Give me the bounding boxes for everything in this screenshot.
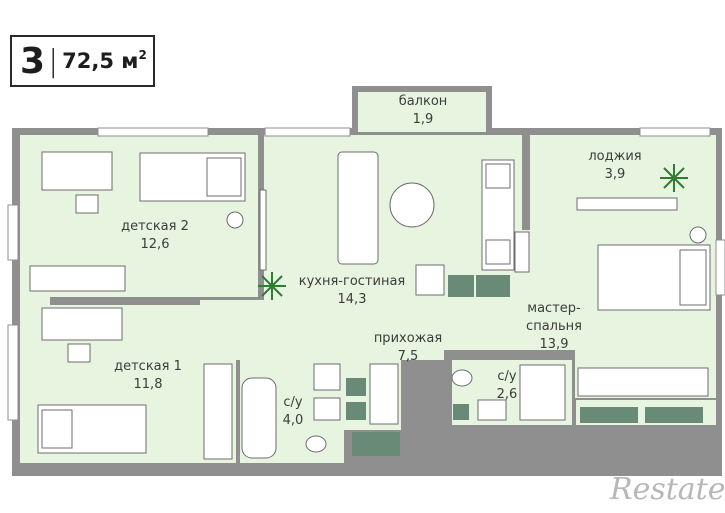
bath2-sink (477, 399, 507, 421)
hall-floor (200, 300, 444, 360)
bath2-cabinet (453, 404, 469, 420)
label-hall-area: 7,5 (398, 349, 419, 364)
label-balcony-area: 1,9 (413, 112, 434, 127)
window-kitchen-top (264, 127, 351, 137)
bed-kids1 (37, 404, 147, 454)
kitchen-cabinet-1 (448, 275, 474, 297)
desk-kids1 (41, 307, 123, 341)
area-unit-exponent: 2 (138, 48, 147, 62)
window-loggia-top (639, 127, 711, 137)
label-kitchen-area: 14,3 (338, 292, 367, 307)
label-bath1-name: с/у (283, 395, 303, 410)
hall-cabinet-2 (346, 402, 366, 420)
nightstand-master (689, 226, 707, 244)
bed-kids2-pillow (206, 157, 242, 197)
watermark: Restate (610, 472, 725, 507)
hall-cabinet-1 (346, 378, 366, 396)
wardrobe-kids2 (29, 265, 126, 292)
sofa (337, 151, 379, 265)
label-loggia-area: 3,9 (605, 167, 626, 182)
tv-panel (259, 189, 267, 271)
label-master-name-1: мастер- (527, 301, 581, 316)
chair-kids2 (75, 194, 99, 214)
balcony-floor (358, 92, 486, 132)
loggia-floor (530, 135, 716, 230)
interior-details (346, 275, 703, 456)
label-bath2-name: с/у (497, 369, 517, 384)
master-cabinet-1 (580, 407, 638, 423)
bed-master (597, 244, 711, 311)
label-kids1-area: 11,8 (134, 377, 163, 392)
bathtub (241, 377, 277, 459)
label-master-name-2: спальня (526, 319, 582, 334)
nightstand-kids2 (226, 211, 244, 229)
window-master (715, 239, 725, 296)
label-balcony-name: балкон (399, 94, 448, 109)
chair-kids1 (67, 343, 91, 363)
label-bath2-area: 2,6 (497, 387, 518, 402)
kitchen-sink (485, 239, 511, 265)
windows (7, 127, 725, 421)
label-hall-name: прихожая (374, 331, 442, 346)
washing-machine (313, 363, 341, 391)
window-kids2-top (97, 127, 209, 137)
hall-cabinet-3 (352, 432, 400, 456)
plant-kitchen (258, 272, 286, 300)
master-cabinet-2 (645, 407, 703, 423)
hall-wardrobe (369, 363, 399, 425)
shower-cabin (519, 364, 566, 421)
bed-master-pillow (679, 249, 707, 306)
closet-kids1 (203, 363, 233, 460)
cooktop (485, 163, 511, 189)
label-kids2-area: 12,6 (141, 237, 170, 252)
room-count: 3 (20, 40, 46, 82)
kitchen-cabinet-2 (476, 275, 510, 297)
label-kids1-name: детская 1 (114, 359, 182, 374)
fridge (514, 231, 530, 273)
loggia-bench (576, 197, 678, 211)
toilet-bath2 (451, 369, 473, 387)
label-bath1-area: 4,0 (283, 413, 304, 428)
kitchen-counter (481, 159, 515, 271)
label-master-area: 13,9 (540, 337, 569, 352)
plant-loggia (660, 164, 688, 192)
bed-kids2 (139, 152, 246, 202)
furniture (29, 151, 711, 460)
dining-table (389, 182, 435, 228)
bed-kids1-pillow (41, 409, 73, 449)
bath1-sink (313, 397, 341, 421)
total-area: 72,5 м (62, 49, 139, 73)
window-kids2 (7, 204, 19, 261)
stove-unit (415, 264, 445, 296)
room-labels: балкон 1,9 лоджия 3,9 детская 2 12,6 кух… (114, 94, 641, 428)
label-kitchen-name: кухня-гостиная (299, 274, 406, 289)
label-kids2-name: детская 2 (121, 219, 189, 234)
wardrobe-master (577, 367, 709, 397)
window-kids1 (7, 324, 19, 421)
toilet-bath1 (305, 435, 327, 453)
desk-kids2 (41, 151, 113, 191)
badge-separator: | (48, 43, 59, 79)
label-loggia-name: лоджия (588, 149, 641, 164)
